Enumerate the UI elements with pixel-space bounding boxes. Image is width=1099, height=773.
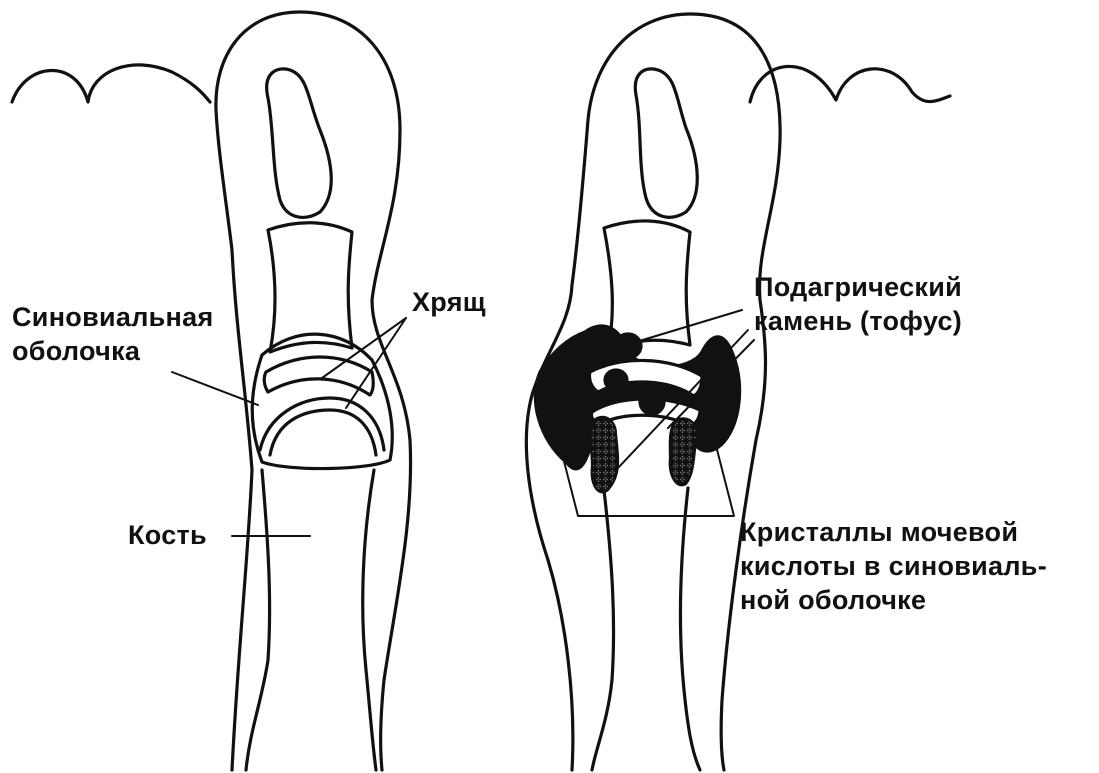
tophus-label-line-2: камень (тофус) (754, 304, 962, 338)
bone-label-text: Кость (128, 518, 207, 552)
bone-label: Кость (128, 518, 207, 552)
crystal-deposit-left (591, 417, 618, 492)
tophus-label: Подагрический камень (тофус) (754, 270, 962, 338)
cartilage-label-text: Хрящ (412, 285, 486, 319)
nail (267, 69, 332, 217)
gout-finger (526, 14, 950, 770)
tophus-4 (640, 390, 664, 414)
healthy-finger-outline (216, 12, 411, 770)
crystals-label-line-3: ной оболочке (740, 583, 1047, 617)
crystals-label-line-2: кислоты в синовиаль- (740, 549, 1047, 583)
left-knuckle-curve (12, 65, 210, 102)
crystals-label-line-1: Кристаллы мочевой (740, 515, 1047, 549)
right-knuckle-curve (750, 66, 950, 102)
synovium-label: Синовиальная оболочка (12, 300, 214, 368)
healthy-cartilage-upper (264, 357, 373, 395)
middle-phalanx (268, 223, 352, 352)
gout-proximal-phalanx (592, 488, 700, 770)
gout-nail (635, 69, 697, 217)
tophus-1 (615, 334, 641, 358)
tophus-3 (605, 370, 627, 390)
crystal-deposit-right (670, 418, 697, 485)
synovium-label-line-2: оболочка (12, 334, 214, 368)
crystals-label: Кристаллы мочевой кислоты в синовиаль- н… (740, 515, 1047, 617)
proximal-phalanx (246, 470, 376, 770)
healthy-synovial-capsule (252, 334, 392, 468)
synovium-label-line-1: Синовиальная (12, 300, 214, 334)
cartilage-label: Хрящ (412, 285, 486, 319)
tophus-2 (590, 349, 610, 367)
healthy-finger (12, 12, 411, 770)
tophus-label-line-1: Подагрический (754, 270, 962, 304)
